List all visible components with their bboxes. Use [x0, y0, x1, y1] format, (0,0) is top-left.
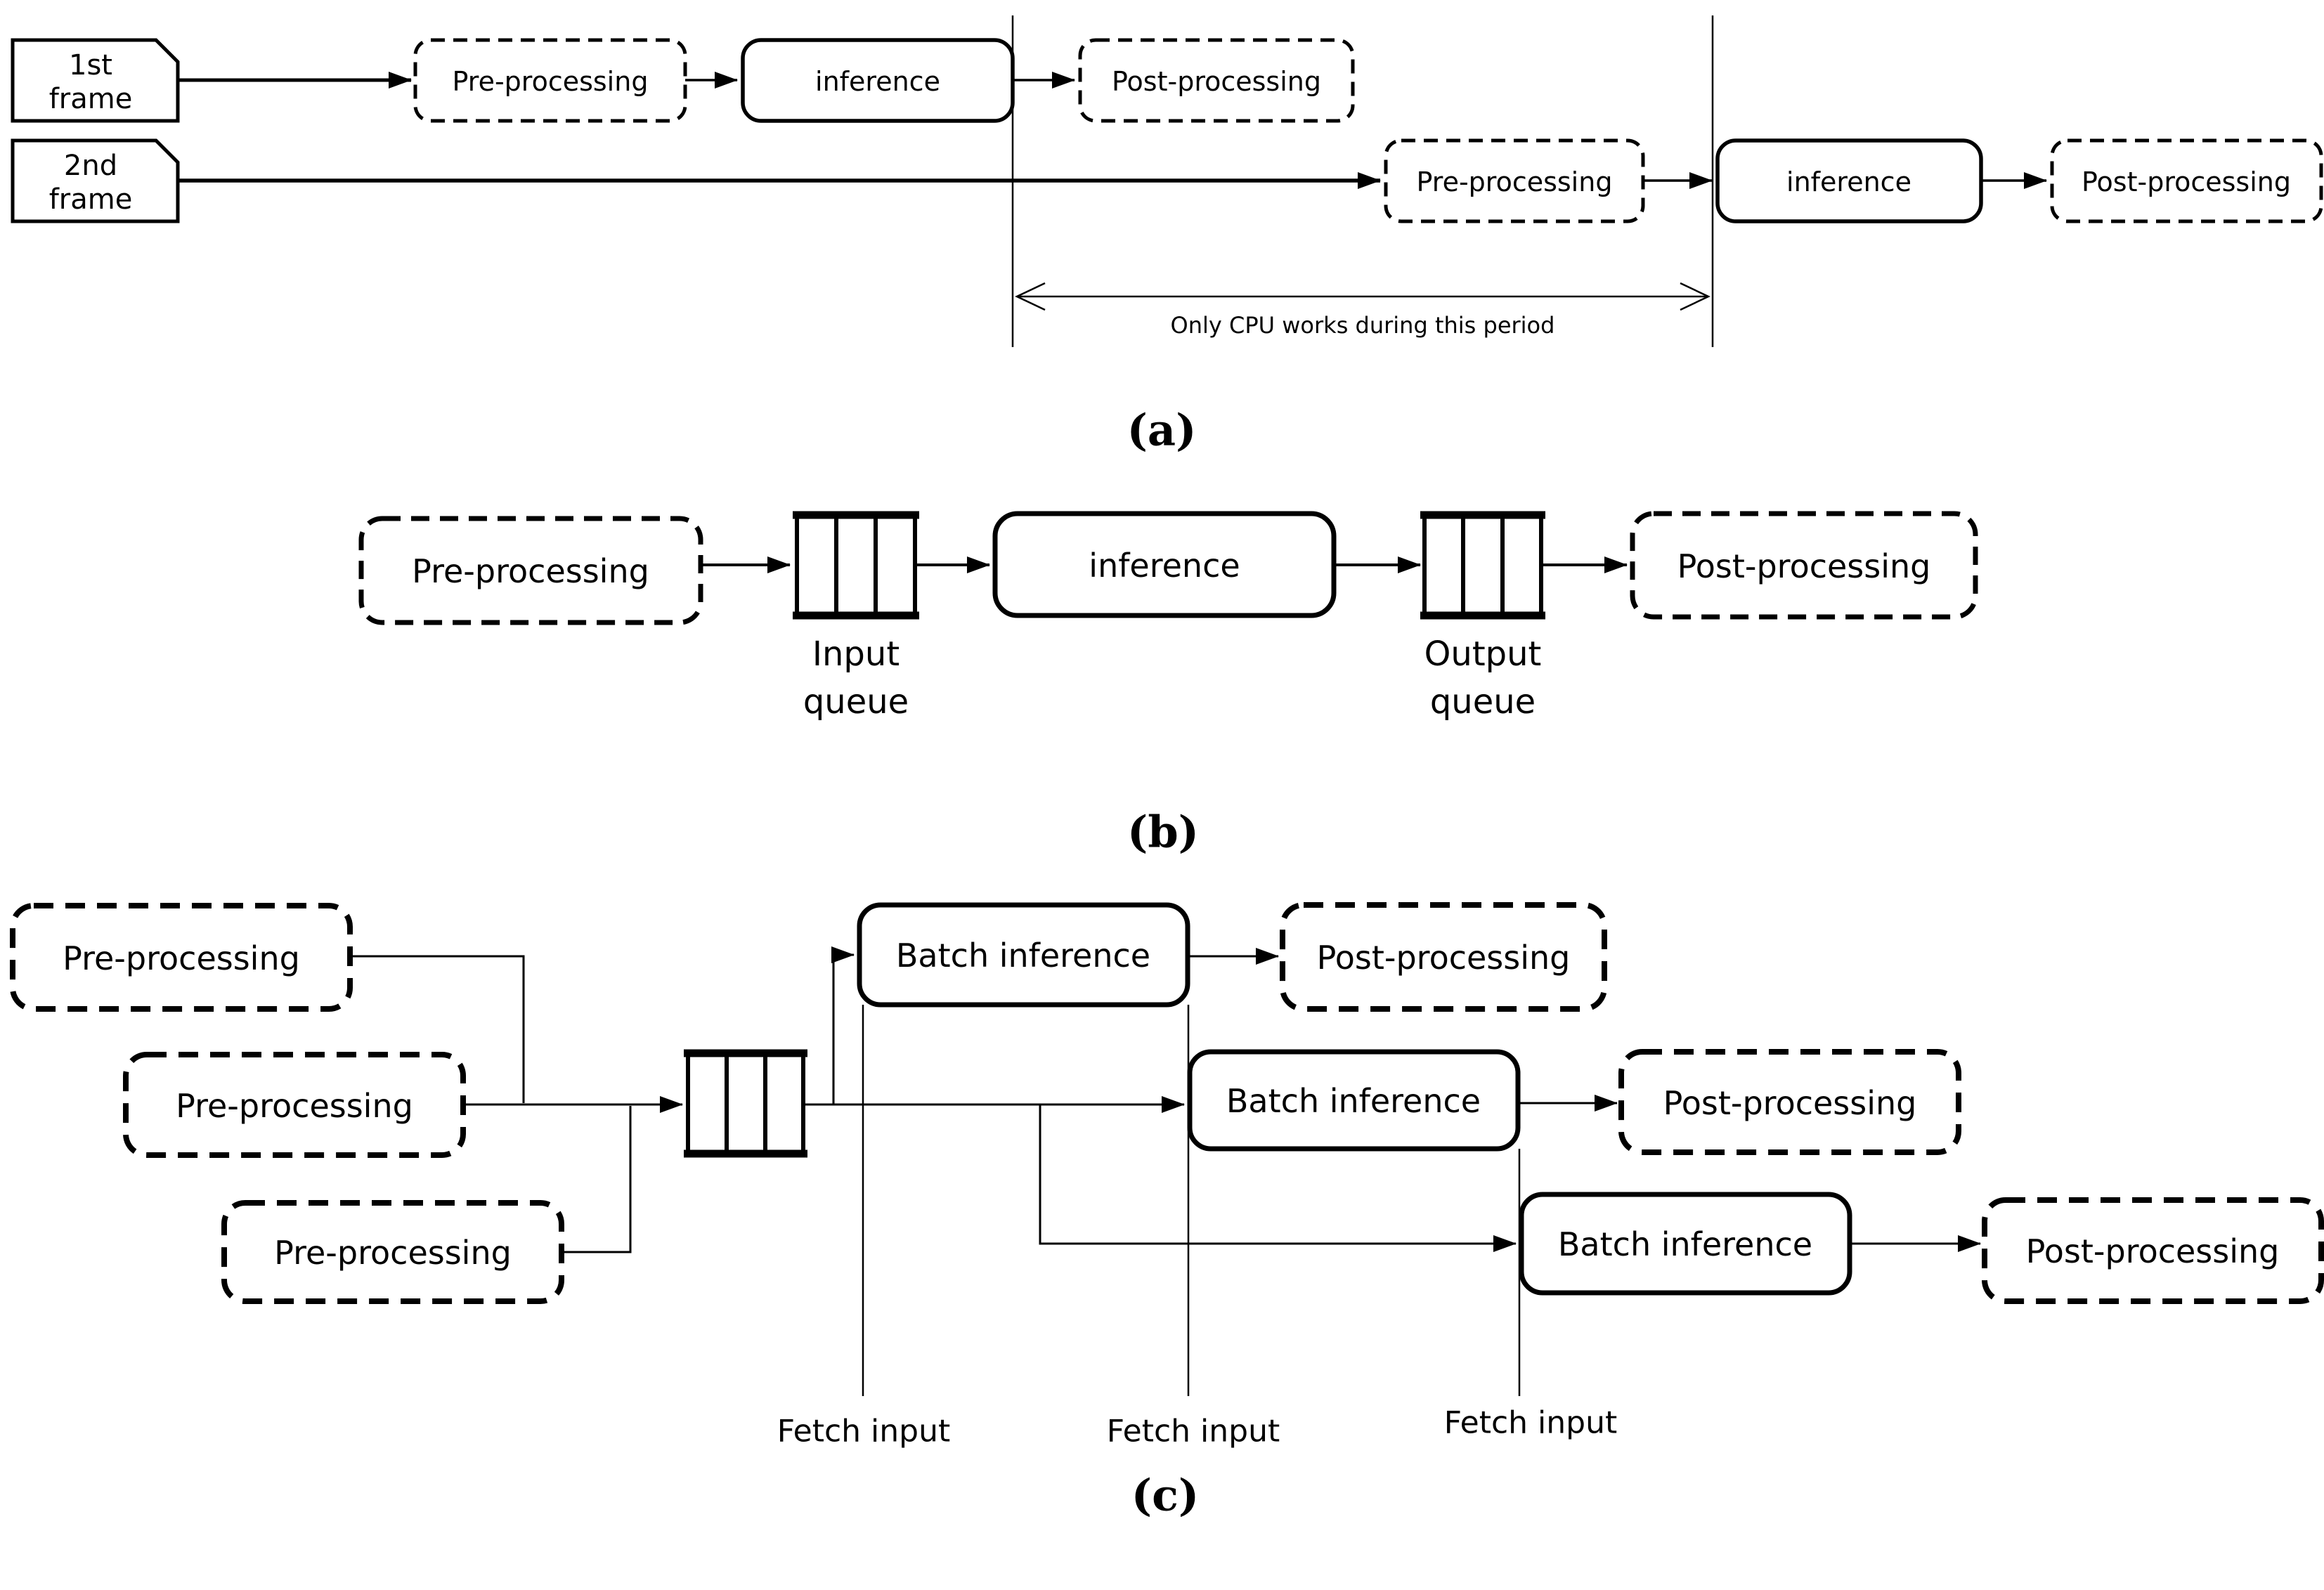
post-processing-label-c3: Post-processing [2026, 1232, 2280, 1270]
pre-processing-label-a1: Pre-processing [453, 66, 649, 97]
post-processing-label-c1: Post-processing [1317, 939, 1571, 977]
cpu-period-arrow [1015, 282, 1710, 311]
post-processing-label-a1: Post-processing [1112, 66, 1321, 97]
pre-processing-label-c1: Pre-processing [63, 939, 300, 977]
post-processing-label-b: Post-processing [1677, 547, 1931, 585]
panel-c: Pre-processing Pre-processing Pre-proces… [10, 902, 2324, 1521]
batch-queue-icon [684, 1049, 807, 1158]
post-processing-box-c3 [1982, 1197, 2324, 1304]
inference-label-b: inference [1089, 547, 1240, 585]
second-frame-label-line1: 2nd [64, 150, 117, 182]
batch-inference-box-1 [857, 902, 1190, 1008]
fetch-input-label-3: Fetch input [1444, 1405, 1617, 1441]
batch-inference-label-1: Batch inference [896, 937, 1150, 975]
pre-processing-box-a1 [413, 38, 687, 123]
input-queue-icon [793, 511, 919, 620]
post-processing-label-a2: Post-processing [2082, 167, 2291, 197]
cpu-period-note: Only CPU works during this period [1171, 312, 1555, 339]
pre-processing-label-b: Pre-processing [412, 552, 649, 590]
post-processing-label-c2: Post-processing [1663, 1084, 1917, 1122]
post-processing-box-c2 [1618, 1049, 1961, 1155]
fetch-input-label-2: Fetch input [1107, 1414, 1280, 1449]
first-frame-shape [11, 38, 180, 123]
pre-processing-label-c2: Pre-processing [176, 1087, 413, 1125]
output-queue-label-line2: queue [1430, 682, 1536, 722]
output-queue-label-line1: Output [1424, 634, 1542, 674]
pre-processing-label-a2: Pre-processing [1417, 167, 1613, 197]
post-processing-box-a1 [1078, 38, 1355, 123]
panel-b-tag: (b) [1127, 807, 1199, 858]
inference-label-a1: inference [815, 66, 940, 97]
connector-queue-to-batch3 [1039, 1104, 1517, 1252]
fetch-input-label-1: Fetch input [777, 1414, 950, 1449]
panel-b: Pre-processing Input queue inference Out… [358, 511, 1978, 858]
first-frame-label-line2: frame [49, 83, 133, 115]
input-queue-label-line1: Input [812, 634, 900, 674]
connector-pre1-to-queue [350, 955, 525, 1103]
output-queue-icon [1420, 511, 1545, 620]
input-queue-label-line2: queue [803, 682, 909, 722]
second-frame-label-line2: frame [49, 183, 133, 216]
panel-a-tag: (a) [1127, 405, 1197, 456]
post-processing-box-a2 [2050, 138, 2323, 223]
panel-a: 1st frame 2nd frame Pre-processing infer… [11, 15, 2323, 456]
first-frame-label-line1: 1st [69, 49, 112, 82]
post-processing-box-b [1630, 511, 1978, 620]
batch-inference-box-2 [1187, 1049, 1521, 1152]
post-processing-box-c1 [1280, 902, 1607, 1012]
second-frame-shape [11, 138, 180, 223]
pre-processing-label-c3: Pre-processing [274, 1234, 512, 1272]
connector-queue-to-batch1 [831, 946, 855, 1104]
pre-processing-box-b [358, 516, 703, 625]
batch-inference-label-3: Batch inference [1558, 1225, 1812, 1263]
batch-inference-label-2: Batch inference [1226, 1082, 1481, 1120]
panel-c-tag: (c) [1131, 1470, 1199, 1521]
connector-pre3-to-queue [561, 1106, 632, 1253]
inference-label-a2: inference [1786, 167, 1911, 197]
